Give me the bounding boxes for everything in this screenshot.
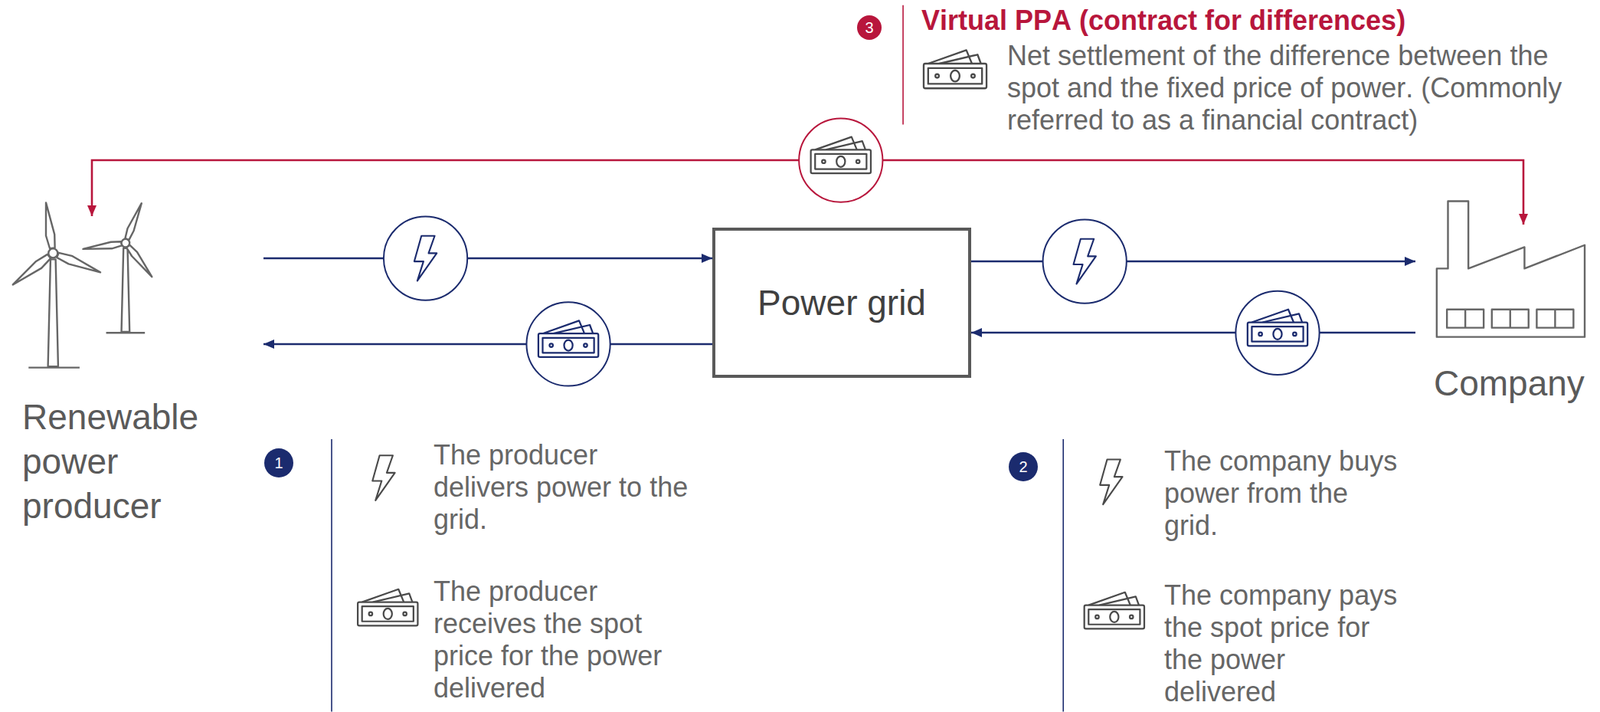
money-symbol <box>1247 309 1308 347</box>
factory-window <box>1509 309 1512 328</box>
turbine-blade <box>41 202 57 249</box>
callout-text: The company buys power from the grid. <box>1164 444 1401 542</box>
turbine-tower <box>121 248 131 332</box>
flow-arrow <box>971 260 1416 263</box>
factory-window <box>1536 309 1574 328</box>
callout-title: Virtual PPA (contract for differences) <box>921 3 1458 37</box>
turbine-blade <box>124 201 145 240</box>
flow-arrow <box>971 331 1416 334</box>
callout-rule <box>902 5 904 125</box>
turbine-blade <box>82 240 122 253</box>
turbine-blade <box>125 243 155 279</box>
money-symbol <box>1084 592 1145 629</box>
factory-window <box>1446 309 1484 328</box>
power-symbol <box>414 235 437 282</box>
callout-text: The producer delivers power to the grid. <box>433 438 696 536</box>
factory-window <box>1464 309 1466 328</box>
node-label: Renewable power producer <box>22 394 214 528</box>
callout-rule <box>1062 438 1064 712</box>
callout-rule <box>330 438 333 712</box>
turbine-blade <box>10 252 53 288</box>
flow-symbol-circle <box>1235 291 1319 375</box>
turbine-tower <box>48 258 59 367</box>
power-symbol <box>1099 459 1123 505</box>
callout-number: 2 <box>1008 451 1038 481</box>
wind-turbines <box>10 201 155 367</box>
flow-symbol-circle <box>1043 219 1127 303</box>
turbine-hub <box>121 238 131 248</box>
turbine-base <box>106 331 146 334</box>
company-node: Company <box>1415 224 1594 410</box>
flow-symbol-circle <box>383 215 468 300</box>
flow-symbol-circle <box>526 301 610 386</box>
money-symbol <box>357 588 418 626</box>
factory-window <box>1492 309 1529 328</box>
factory-outline <box>1436 200 1585 337</box>
power-symbol <box>372 454 395 501</box>
turbine-hub <box>48 248 58 258</box>
producer-node: Renewable power producer <box>6 215 264 533</box>
money-symbol <box>923 49 987 89</box>
factory-window <box>1554 309 1556 328</box>
flow-arrow <box>263 257 713 260</box>
callout-text: The producer receives the spot price for… <box>433 575 696 704</box>
turbine-base <box>28 366 80 368</box>
process-box: Power grid <box>712 227 972 378</box>
callout-number: 3 <box>857 15 882 40</box>
callout-number: 1 <box>264 448 294 478</box>
node-label: Company <box>1433 360 1585 406</box>
turbine-blade <box>55 250 102 276</box>
power-symbol <box>1073 238 1097 285</box>
node-label: Power grid <box>757 280 926 325</box>
callout-text: The company pays the spot price for the … <box>1164 579 1401 708</box>
flow-arrow <box>263 343 713 346</box>
factory-icon <box>1436 200 1585 337</box>
money-symbol <box>538 320 599 357</box>
money-symbol <box>811 137 871 174</box>
flow-symbol-circle <box>798 118 883 203</box>
callout-text: Net settlement of the difference between… <box>1007 39 1582 137</box>
